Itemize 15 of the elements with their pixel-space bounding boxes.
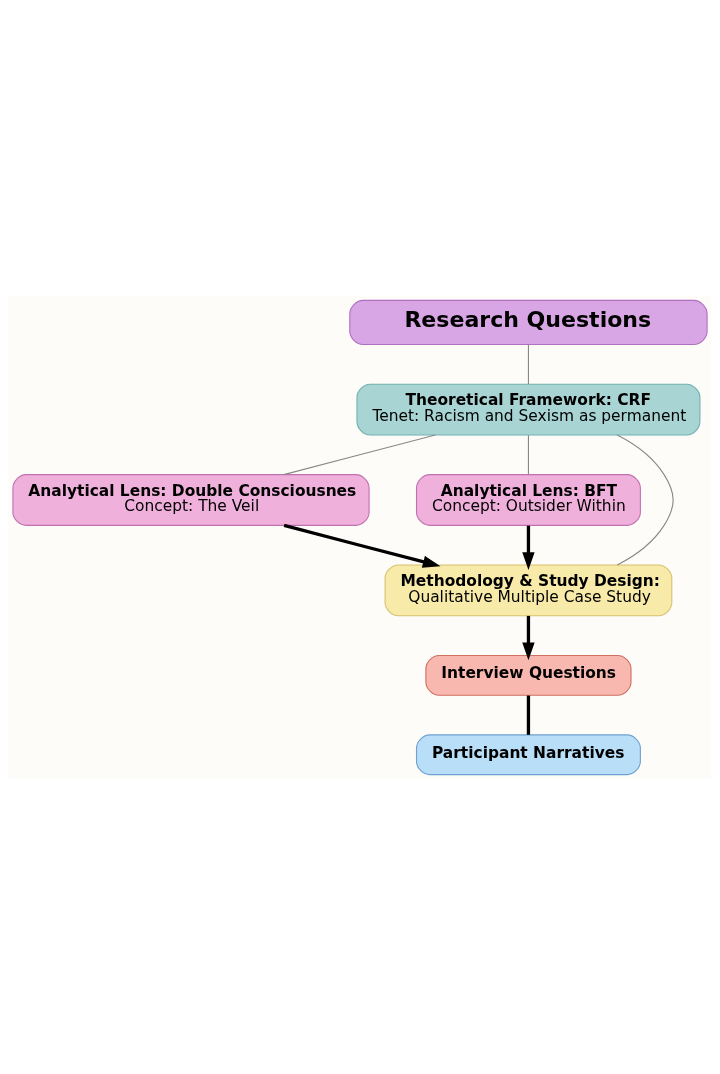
connector bbox=[616, 434, 674, 565]
connector bbox=[527, 434, 529, 475]
node-box: Analytical Lens: Double Consciousnes Concept: The Veil bbox=[12, 473, 370, 526]
arrow bbox=[283, 523, 441, 568]
node-box: Participant Narratives bbox=[415, 733, 641, 775]
node-box: Methodology & Study Design: Qualitative Multiple Case Study bbox=[384, 564, 673, 616]
connector bbox=[283, 433, 436, 475]
arrow bbox=[522, 615, 535, 660]
node-box: Analytical Lens: BFT Concept: Outsider Within bbox=[415, 473, 641, 526]
node-box: Theoretical Framework: CRF Tenet: Racism and Sexism as permanent bbox=[356, 383, 701, 435]
node-box: Interview Questions bbox=[425, 654, 632, 696]
arrow bbox=[522, 525, 535, 570]
connector bbox=[526, 695, 531, 735]
node-box: Research Questions bbox=[349, 299, 708, 345]
connector bbox=[527, 343, 529, 385]
